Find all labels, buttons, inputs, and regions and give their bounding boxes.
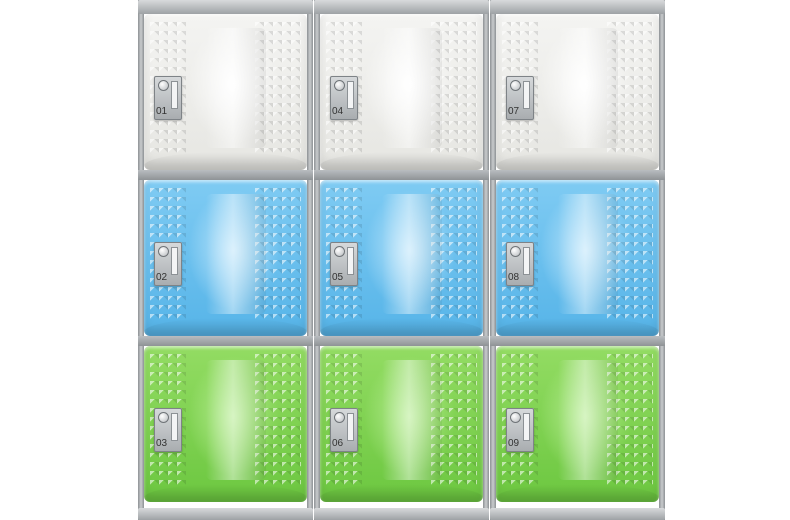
key-slot bbox=[171, 81, 178, 109]
lock-knob-icon[interactable] bbox=[334, 80, 345, 91]
locker-door-06[interactable]: 06 bbox=[320, 346, 483, 502]
door-lip bbox=[496, 152, 659, 170]
door-texture bbox=[607, 22, 653, 156]
locker-door-05[interactable]: 05 bbox=[320, 180, 483, 336]
locker-column-1: 01 02 03 bbox=[138, 0, 313, 520]
key-slot bbox=[171, 413, 178, 441]
door-channel bbox=[206, 28, 266, 148]
top-cap bbox=[138, 0, 313, 14]
lock-panel[interactable]: 04 bbox=[330, 76, 358, 120]
locker-door-01[interactable]: 01 bbox=[144, 14, 307, 170]
locker-door-09[interactable]: 09 bbox=[496, 346, 659, 502]
lock-panel[interactable]: 07 bbox=[506, 76, 534, 120]
door-channel bbox=[206, 360, 266, 480]
locker-number: 02 bbox=[156, 272, 168, 283]
frame-post bbox=[483, 0, 489, 520]
lock-panel[interactable]: 06 bbox=[330, 408, 358, 452]
frame-post bbox=[138, 0, 144, 520]
frame-post bbox=[659, 0, 665, 520]
locker-number: 06 bbox=[332, 438, 344, 449]
locker-door-07[interactable]: 07 bbox=[496, 14, 659, 170]
door-lip bbox=[496, 484, 659, 502]
key-slot bbox=[523, 81, 530, 109]
locker-column-3: 07 08 09 bbox=[490, 0, 665, 520]
door-lip bbox=[144, 318, 307, 336]
locker-number: 03 bbox=[156, 438, 168, 449]
row-separator bbox=[314, 170, 489, 180]
top-cap bbox=[490, 0, 665, 14]
door-texture bbox=[255, 354, 301, 488]
door-channel bbox=[558, 194, 618, 314]
lock-panel[interactable]: 08 bbox=[506, 242, 534, 286]
lock-panel[interactable]: 09 bbox=[506, 408, 534, 452]
locker-number: 04 bbox=[332, 106, 344, 117]
row-separator bbox=[490, 170, 665, 180]
door-channel bbox=[382, 360, 442, 480]
door-texture bbox=[431, 354, 477, 488]
lock-panel[interactable]: 01 bbox=[154, 76, 182, 120]
locker-number: 09 bbox=[508, 438, 520, 449]
row-separator bbox=[138, 336, 313, 346]
door-lip bbox=[496, 318, 659, 336]
lock-panel[interactable]: 05 bbox=[330, 242, 358, 286]
row-separator bbox=[138, 170, 313, 180]
door-channel bbox=[382, 194, 442, 314]
door-lip bbox=[320, 484, 483, 502]
lock-knob-icon[interactable] bbox=[510, 412, 521, 423]
locker-door-08[interactable]: 08 bbox=[496, 180, 659, 336]
frame-post bbox=[307, 0, 313, 520]
door-lip bbox=[144, 484, 307, 502]
key-slot bbox=[347, 413, 354, 441]
frame-post bbox=[314, 0, 320, 520]
top-cap bbox=[314, 0, 489, 14]
key-slot bbox=[347, 81, 354, 109]
frame-post bbox=[490, 0, 496, 520]
lock-knob-icon[interactable] bbox=[158, 246, 169, 257]
lock-knob-icon[interactable] bbox=[158, 80, 169, 91]
locker-number: 01 bbox=[156, 106, 168, 117]
row-separator bbox=[314, 336, 489, 346]
door-texture bbox=[255, 22, 301, 156]
door-channel bbox=[206, 194, 266, 314]
bottom-cap bbox=[314, 508, 489, 520]
lock-knob-icon[interactable] bbox=[334, 412, 345, 423]
door-texture bbox=[431, 188, 477, 322]
key-slot bbox=[171, 247, 178, 275]
door-channel bbox=[558, 360, 618, 480]
door-lip bbox=[320, 318, 483, 336]
lock-panel[interactable]: 02 bbox=[154, 242, 182, 286]
door-texture bbox=[607, 188, 653, 322]
lock-panel[interactable]: 03 bbox=[154, 408, 182, 452]
door-channel bbox=[382, 28, 442, 148]
door-texture bbox=[431, 22, 477, 156]
door-texture bbox=[607, 354, 653, 488]
locker-number: 05 bbox=[332, 272, 344, 283]
lock-knob-icon[interactable] bbox=[158, 412, 169, 423]
locker-door-04[interactable]: 04 bbox=[320, 14, 483, 170]
door-lip bbox=[320, 152, 483, 170]
bottom-cap bbox=[490, 508, 665, 520]
locker-door-03[interactable]: 03 bbox=[144, 346, 307, 502]
row-separator bbox=[490, 336, 665, 346]
door-lip bbox=[144, 152, 307, 170]
lock-knob-icon[interactable] bbox=[510, 246, 521, 257]
key-slot bbox=[523, 247, 530, 275]
locker-door-02[interactable]: 02 bbox=[144, 180, 307, 336]
key-slot bbox=[347, 247, 354, 275]
key-slot bbox=[523, 413, 530, 441]
door-texture bbox=[255, 188, 301, 322]
door-channel bbox=[558, 28, 618, 148]
locker-number: 07 bbox=[508, 106, 520, 117]
bottom-cap bbox=[138, 508, 313, 520]
locker-column-2: 04 05 06 bbox=[314, 0, 489, 520]
locker-number: 08 bbox=[508, 272, 520, 283]
lock-knob-icon[interactable] bbox=[334, 246, 345, 257]
lock-knob-icon[interactable] bbox=[510, 80, 521, 91]
